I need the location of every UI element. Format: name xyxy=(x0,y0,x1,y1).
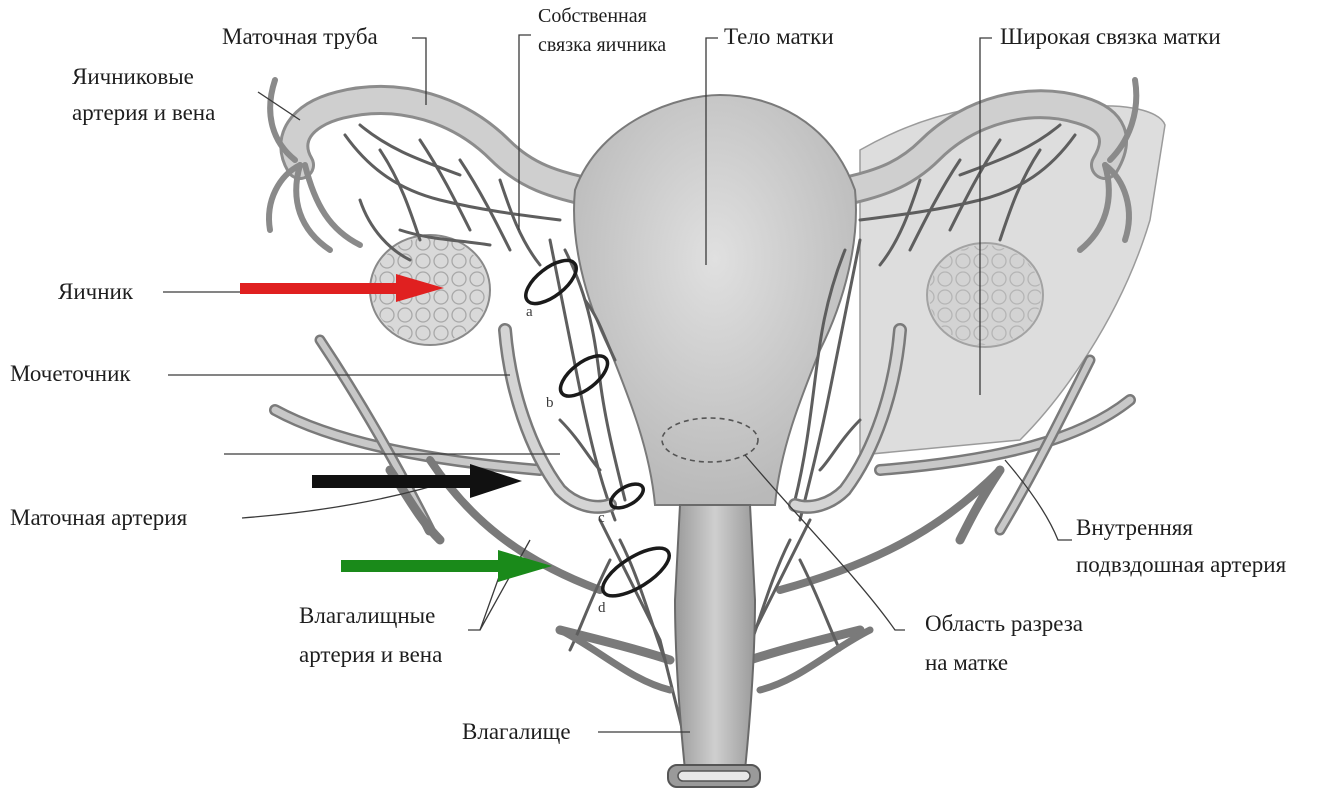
label-broad-ligament: Широкая связка матки xyxy=(1000,24,1221,50)
label-ovarian-vessels-line1: Яичниковые xyxy=(72,64,194,90)
label-ovarian-ligament-line1: Собственная xyxy=(538,5,647,27)
label-incision-area-line2: на матке xyxy=(925,650,1008,676)
label-internal-iliac-line1: Внутренняя xyxy=(1076,515,1193,541)
uterus-body xyxy=(574,95,856,505)
label-ovary: Яичник xyxy=(58,279,133,305)
point-d: d xyxy=(598,600,606,616)
label-ovarian-vessels-line2: артерия и вена xyxy=(72,100,215,126)
point-a: a xyxy=(526,304,533,320)
label-ovarian-ligament-line2: связка яичника xyxy=(538,34,666,56)
label-internal-iliac-line2: подвздошная артерия xyxy=(1076,552,1286,578)
label-uterus-body: Тело матки xyxy=(724,24,834,50)
label-vaginal-vessels-line1: Влагалищные xyxy=(299,603,435,629)
label-vagina: Влагалище xyxy=(462,719,571,745)
vagina xyxy=(675,505,755,770)
point-b: b xyxy=(546,395,554,411)
clamp-c xyxy=(607,479,647,513)
label-incision-area-line1: Область разреза xyxy=(925,611,1083,637)
label-uterine-artery: Маточная артерия xyxy=(10,505,187,531)
clamp-b xyxy=(554,349,614,404)
clamp-a xyxy=(519,252,584,311)
label-vaginal-vessels-line2: артерия и вена xyxy=(299,642,442,668)
label-ureter: Мочеточник xyxy=(10,361,131,387)
label-fallopian-tube: Маточная труба xyxy=(222,24,378,50)
point-c: c xyxy=(598,510,605,526)
